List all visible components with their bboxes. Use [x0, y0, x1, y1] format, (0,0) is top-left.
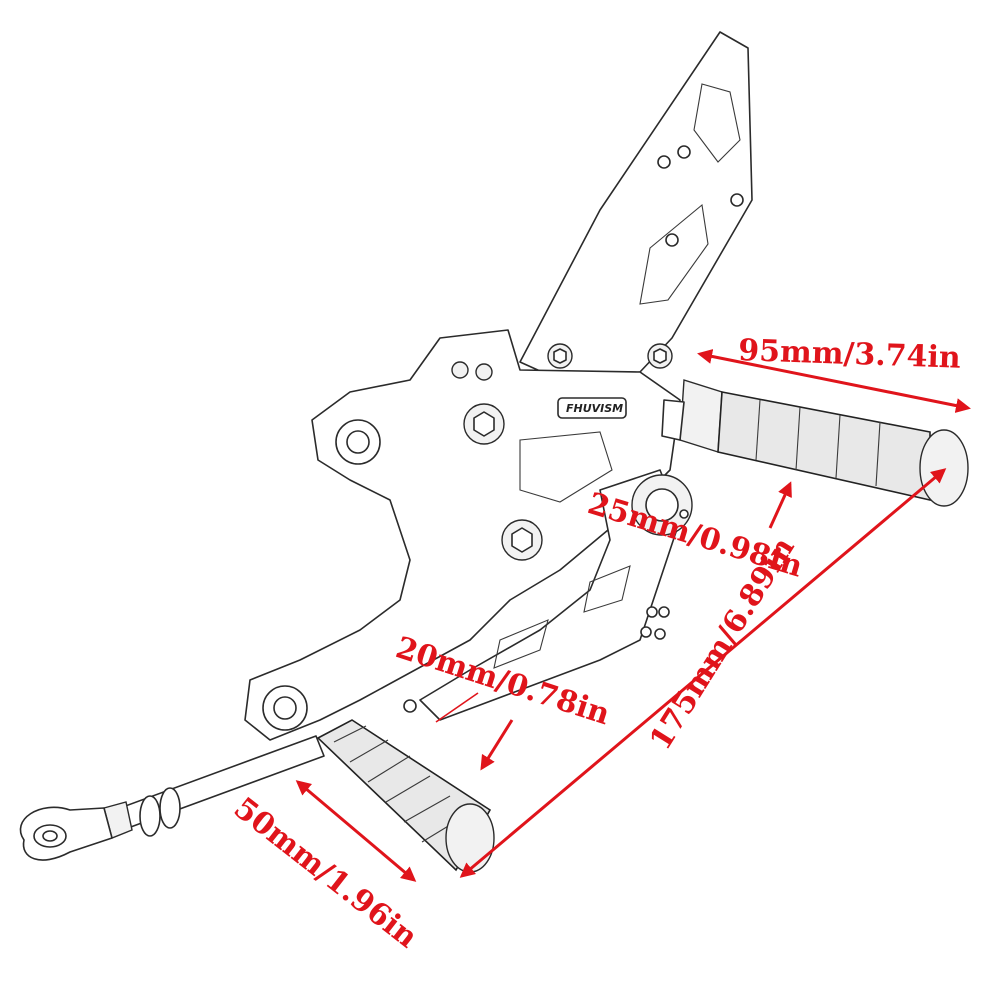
- logo-plate: [557, 397, 627, 419]
- shift-peg-end-cap: [445, 803, 495, 873]
- dim-arrow-shift-peg-diameter: [480, 719, 514, 771]
- footpeg-end-cap: [919, 429, 969, 507]
- bolt-top-right: [647, 343, 673, 369]
- bolt-upper: [463, 403, 505, 445]
- dim-line-shift-peg-length: [295, 780, 417, 882]
- bolt-lower: [501, 519, 543, 561]
- label-footpeg-length: 95mm/3.74in: [738, 333, 962, 376]
- rearset-bracket: FHUVISM: [244, 31, 753, 741]
- label-shift-peg-length: 50mm/1.96in: [227, 791, 424, 956]
- shift-peg: [316, 719, 495, 873]
- shift-rod: [19, 735, 325, 861]
- dim-leader-shift-peg: [435, 692, 479, 723]
- label-overall-length: 175mm/6.89in: [643, 531, 802, 756]
- logo-text: FHUVISM: [566, 402, 623, 415]
- dim-line-overall-length: [459, 468, 947, 878]
- dim-arrow-footpeg-diameter: [768, 481, 792, 529]
- dim-line-footpeg-length: [697, 349, 971, 413]
- bolt-top-left: [547, 343, 573, 369]
